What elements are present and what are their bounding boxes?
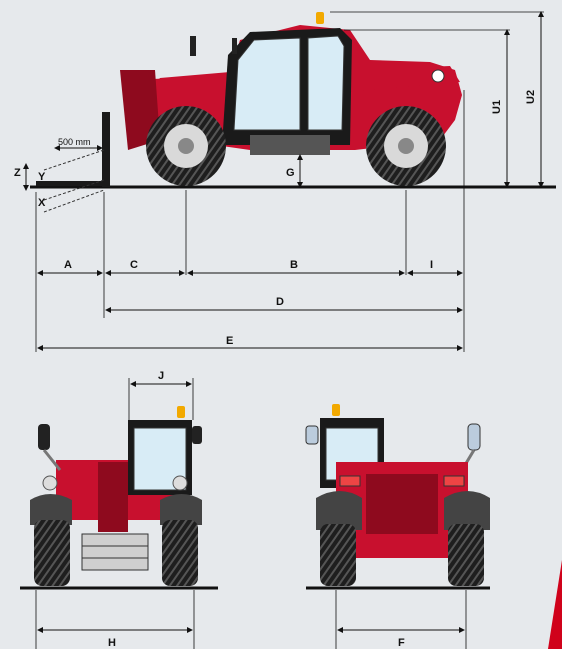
- side-view: 500 mm Z Y X G U1 U2 A C B I D: [14, 11, 556, 352]
- front-mirror-left: [38, 424, 50, 450]
- label-f: F: [398, 637, 405, 649]
- corner-accent: [548, 560, 562, 649]
- cab-window-side: [307, 35, 345, 131]
- front-tire-left: [34, 520, 70, 586]
- rear-wheel: [366, 106, 446, 186]
- front-boom: [98, 462, 128, 532]
- side-mirror-2: [232, 38, 237, 54]
- front-mirror-right: [192, 426, 202, 444]
- label-g: G: [286, 167, 295, 179]
- label-y: Y: [38, 171, 46, 183]
- front-wheel: [146, 106, 226, 186]
- fork-carriage: [102, 112, 110, 187]
- side-mirror: [190, 36, 196, 56]
- front-tire-right: [162, 520, 198, 586]
- label-a: A: [64, 259, 72, 271]
- label-e: E: [226, 335, 233, 347]
- front-beacon: [177, 406, 185, 418]
- rear-tire-left: [320, 524, 356, 586]
- fork-tine: [36, 181, 108, 186]
- label-u2: U2: [525, 90, 537, 104]
- label-b: B: [290, 259, 298, 271]
- label-h: H: [108, 637, 116, 649]
- label-d: D: [276, 296, 284, 308]
- front-light-left: [42, 475, 58, 491]
- rear-beacon: [332, 404, 340, 416]
- beacon-light: [316, 12, 324, 24]
- rear-light-right: [443, 475, 465, 487]
- rear-counterweight: [366, 474, 438, 534]
- cab-step: [250, 135, 330, 155]
- front-light-right: [172, 475, 188, 491]
- engine-vent: [431, 69, 445, 83]
- label-x: X: [38, 197, 46, 209]
- fork-offset-label: 500 mm: [58, 137, 91, 147]
- label-c: C: [130, 259, 138, 271]
- label-j: J: [158, 370, 164, 382]
- front-grille: [81, 533, 149, 571]
- rear-light-left: [339, 475, 361, 487]
- label-i: I: [430, 259, 433, 271]
- rear-tire-right: [448, 524, 484, 586]
- label-z: Z: [14, 167, 21, 179]
- label-u1: U1: [491, 100, 503, 114]
- cab-window-front: [233, 37, 301, 131]
- rear-mirror-left: [305, 425, 319, 445]
- rear-view: F: [305, 404, 490, 649]
- rear-mirror-right: [467, 423, 481, 451]
- front-view: J H: [20, 370, 218, 649]
